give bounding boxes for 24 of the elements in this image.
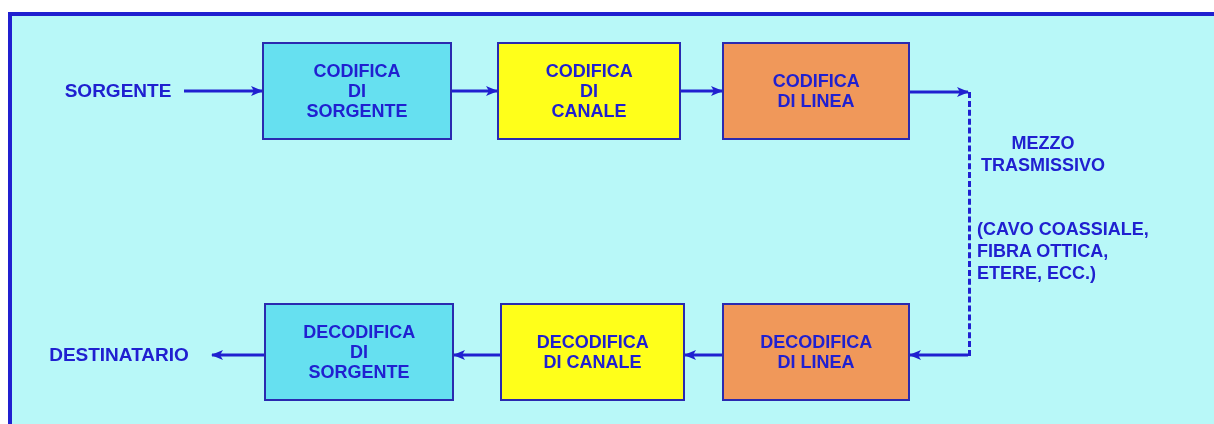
arrow	[910, 87, 969, 97]
box-label: CODIFICA DI LINEA	[772, 71, 860, 111]
box-label: DECODIFICA DI LINEA	[760, 332, 872, 372]
process-box	[262, 42, 452, 140]
process-box	[722, 42, 910, 140]
endpoint-label: SORGENTE	[52, 76, 184, 106]
process-box	[497, 42, 681, 140]
process-box	[722, 303, 910, 401]
medium-examples: (CAVO COASSIALE, FIBRA OTTICA, ETERE, ECC.)	[977, 218, 1150, 284]
box-label: CODIFICA DI SORGENTE	[306, 61, 408, 121]
box-label: DECODIFICA DI CANALE	[536, 332, 649, 372]
arrow	[681, 86, 723, 96]
arrow	[909, 350, 968, 360]
box-label: CODIFICA DI CANALE	[545, 61, 633, 121]
medium-label: MEZZO TRASMISSIVO	[981, 132, 1105, 176]
arrow	[453, 350, 500, 360]
arrow	[452, 86, 498, 96]
box-label: DECODIFICA DI SORGENTE	[303, 322, 415, 382]
endpoint-label: DESTINATARIO	[26, 340, 212, 370]
arrow	[184, 86, 263, 96]
arrow	[684, 350, 722, 360]
arrow	[211, 350, 264, 360]
process-box	[500, 303, 685, 401]
process-box	[264, 303, 454, 401]
